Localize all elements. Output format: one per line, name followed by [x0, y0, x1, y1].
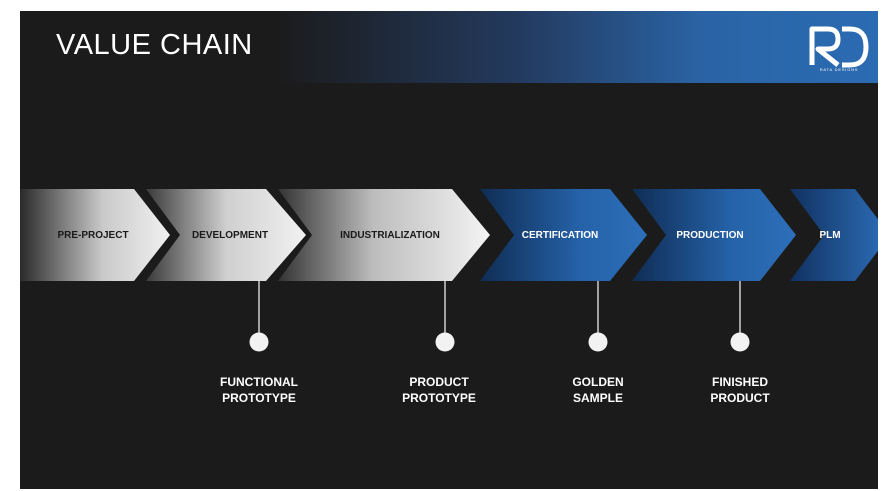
stage-chevron-development	[146, 189, 306, 281]
stage-chevron-pre-project	[20, 189, 170, 281]
milestone-label: FUNCTIONAL PROTOTYPE	[199, 374, 319, 406]
header-band	[20, 11, 878, 83]
stage-chevron-certification	[480, 189, 647, 281]
milestone-label-line: PRODUCT	[409, 375, 469, 389]
milestone-dot	[588, 332, 608, 352]
slide: VALUE CHAIN RATA DESIGNS	[20, 11, 878, 489]
logo-caption: RATA DESIGNS	[819, 67, 859, 72]
milestone-label-line: PRODUCT	[710, 391, 770, 405]
slide-title: VALUE CHAIN	[56, 29, 253, 61]
milestone-label-line: GOLDEN	[572, 375, 624, 389]
rd-logo-icon	[809, 26, 869, 68]
stage-chevron-production	[632, 189, 796, 281]
milestone-label-line: FINISHED	[711, 375, 768, 389]
stage-chevron-industrialization	[278, 189, 490, 281]
milestone-label-line: PROTOTYPE	[402, 391, 476, 405]
milestone-label-line: FUNCTIONAL	[220, 375, 298, 389]
milestone-label: GOLDEN SAMPLE	[538, 374, 658, 406]
milestone-label: FINISHED PRODUCT	[680, 374, 800, 406]
stage-label-industrialization: INDUSTRIALIZATION	[340, 230, 440, 241]
stage-label-plm: PLM	[819, 230, 841, 241]
stage-label-development: DEVELOPMENT	[191, 230, 269, 241]
milestone-label-line: PROTOTYPE	[222, 391, 296, 405]
milestone-dot	[730, 332, 750, 352]
value-chain-diagram	[20, 189, 878, 352]
milestone-label-line: SAMPLE	[572, 391, 623, 405]
stage-label-pre-project: PRE-PROJECT	[57, 230, 129, 241]
milestone-label: PRODUCT PROTOTYPE	[379, 374, 499, 406]
stage-chevron-plm	[790, 189, 878, 281]
stage-label-certification: CERTIFICATION	[521, 230, 599, 241]
milestone-dot	[249, 332, 269, 352]
milestone-dot	[435, 332, 455, 352]
stage-label-production: PRODUCTION	[676, 230, 744, 241]
